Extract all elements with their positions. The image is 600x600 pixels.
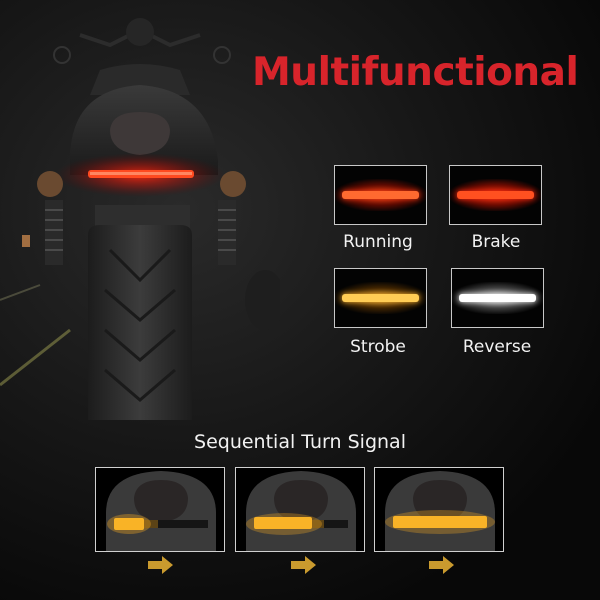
right-arrow-icon	[148, 556, 173, 574]
sequential-title: Sequential Turn Signal	[194, 431, 406, 453]
mode-running-label: Running	[343, 232, 413, 252]
mode-strobe-thumbnail	[334, 268, 427, 328]
running-light-bar	[342, 191, 419, 199]
mode-running-thumbnail	[334, 165, 427, 225]
fender-illustration-1	[106, 471, 216, 551]
reverse-light-bar	[459, 294, 536, 302]
brake-light-bar	[457, 191, 534, 199]
mode-strobe-label: Strobe	[350, 337, 406, 357]
fender-illustration-2	[246, 471, 356, 551]
fender-illustration-3	[385, 471, 495, 551]
sequential-step-3	[374, 467, 504, 552]
mode-reverse-thumbnail	[451, 268, 544, 328]
motorcycle-rear-image	[0, 18, 280, 420]
mode-reverse-label: Reverse	[462, 337, 532, 357]
strobe-light-bar	[342, 294, 419, 302]
right-arrow-icon	[291, 556, 316, 574]
mode-brake-thumbnail	[449, 165, 542, 225]
headline-title: Multifunctional	[252, 50, 579, 95]
sequential-step-1	[95, 467, 225, 552]
right-arrow-icon	[429, 556, 454, 574]
sequential-step-2	[235, 467, 365, 552]
mode-brake-label: Brake	[471, 232, 521, 252]
